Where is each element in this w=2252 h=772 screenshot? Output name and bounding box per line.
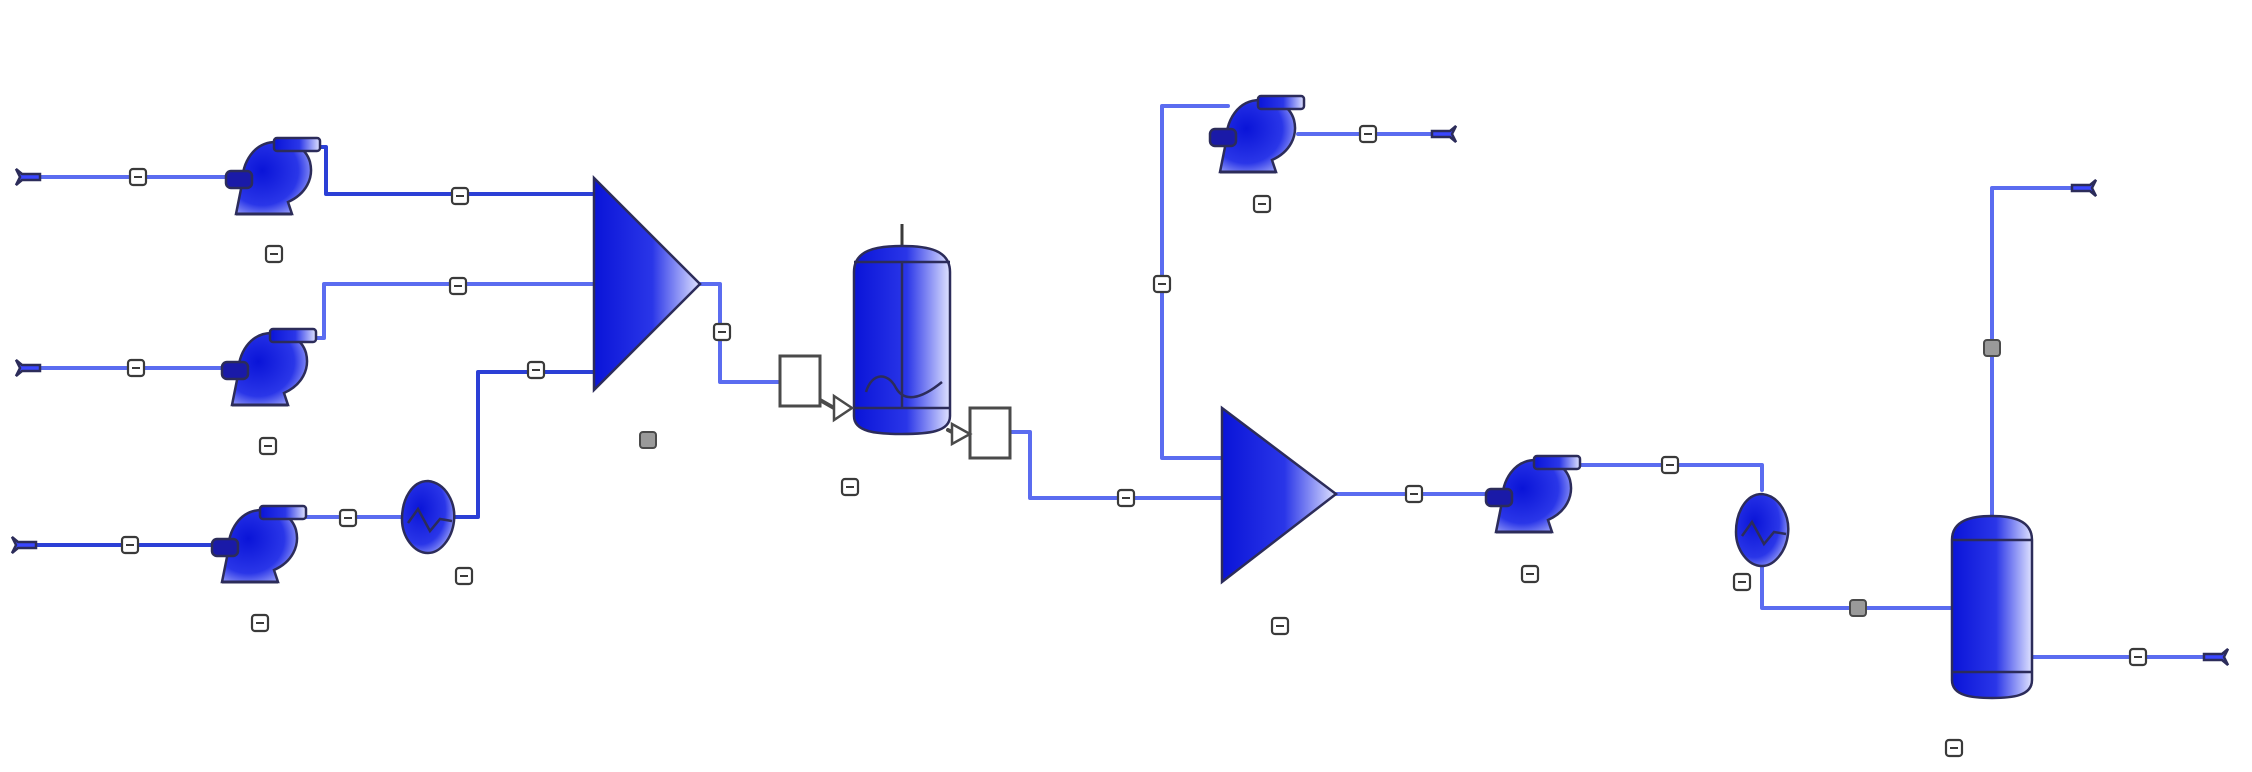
- equipment-tag-icon[interactable]: [1944, 738, 1964, 758]
- pipe-pumptop-mixer2: [1160, 104, 1230, 460]
- stream-tag-icon[interactable]: [120, 535, 140, 555]
- equipment-tag-icon[interactable]: [1270, 616, 1290, 636]
- pipe-pump4-heater2: [1570, 463, 1764, 492]
- product-arrow-icon[interactable]: [2070, 178, 2098, 198]
- equipment-tag-icon[interactable]: [1520, 564, 1540, 584]
- equipment-tag-icon[interactable]: [454, 566, 474, 586]
- equipment-tag-icon[interactable]: [1732, 572, 1752, 592]
- stream-tag-icon[interactable]: [1404, 484, 1424, 504]
- equipment-tag-icon[interactable]: [264, 244, 284, 264]
- pipe-pump1-mixer1: [304, 145, 596, 196]
- stream-tag-icon[interactable]: [2128, 647, 2148, 667]
- control-block-icon[interactable]: [950, 406, 1012, 460]
- control-block-icon[interactable]: [778, 354, 855, 423]
- stream-tag-gray-icon[interactable]: [1983, 339, 2001, 357]
- stream-tag-icon[interactable]: [1116, 488, 1136, 508]
- pump-icon[interactable]: [220, 327, 318, 407]
- stream-tag-icon[interactable]: [712, 322, 732, 342]
- pipe-heater2-drum: [1760, 564, 1956, 610]
- product-arrow-icon[interactable]: [2202, 647, 2230, 667]
- stream-tag-icon[interactable]: [128, 167, 148, 187]
- equipment-tag-icon[interactable]: [1252, 194, 1272, 214]
- pump-icon[interactable]: [224, 136, 322, 216]
- equipment-tag-gray-icon[interactable]: [639, 431, 657, 449]
- heat-exchanger-icon[interactable]: [1734, 492, 1790, 568]
- pipe-controller1-reactor: [818, 398, 836, 410]
- stream-tag-icon[interactable]: [526, 360, 546, 380]
- heat-exchanger-icon[interactable]: [400, 479, 456, 555]
- stream-tag-gray-icon[interactable]: [1849, 599, 1867, 617]
- feed-arrow-icon[interactable]: [10, 535, 38, 555]
- feed-arrow-icon[interactable]: [14, 358, 42, 378]
- equipment-tag-icon[interactable]: [840, 477, 860, 497]
- stream-tag-icon[interactable]: [448, 276, 468, 296]
- stream-tag-icon[interactable]: [338, 508, 358, 528]
- stream-tag-icon[interactable]: [1152, 274, 1172, 294]
- stream-tag-icon[interactable]: [450, 186, 470, 206]
- mixer-icon[interactable]: [592, 174, 702, 394]
- pipe-controller2-mixer2: [1008, 430, 1226, 500]
- mixer-icon[interactable]: [1220, 405, 1339, 585]
- stream-tag-icon[interactable]: [1358, 124, 1378, 144]
- pipe-drum-top: [1990, 186, 2082, 518]
- pipes: [24, 104, 2218, 659]
- equipment-tag-icon[interactable]: [258, 436, 278, 456]
- product-arrow-icon[interactable]: [1430, 124, 1458, 144]
- pump-icon[interactable]: [210, 504, 308, 584]
- flash-drum-icon[interactable]: [1950, 514, 2034, 700]
- stream-tag-icon[interactable]: [126, 358, 146, 378]
- feed-arrow-icon[interactable]: [14, 167, 42, 187]
- pipe-heater1-mixer1: [448, 370, 596, 519]
- pipe-mixer1-controller1: [698, 282, 780, 384]
- pump-icon[interactable]: [1484, 454, 1582, 534]
- reactor-vessel-icon[interactable]: [852, 224, 952, 436]
- stream-tag-icon[interactable]: [1660, 455, 1680, 475]
- equipment-tag-icon[interactable]: [250, 613, 270, 633]
